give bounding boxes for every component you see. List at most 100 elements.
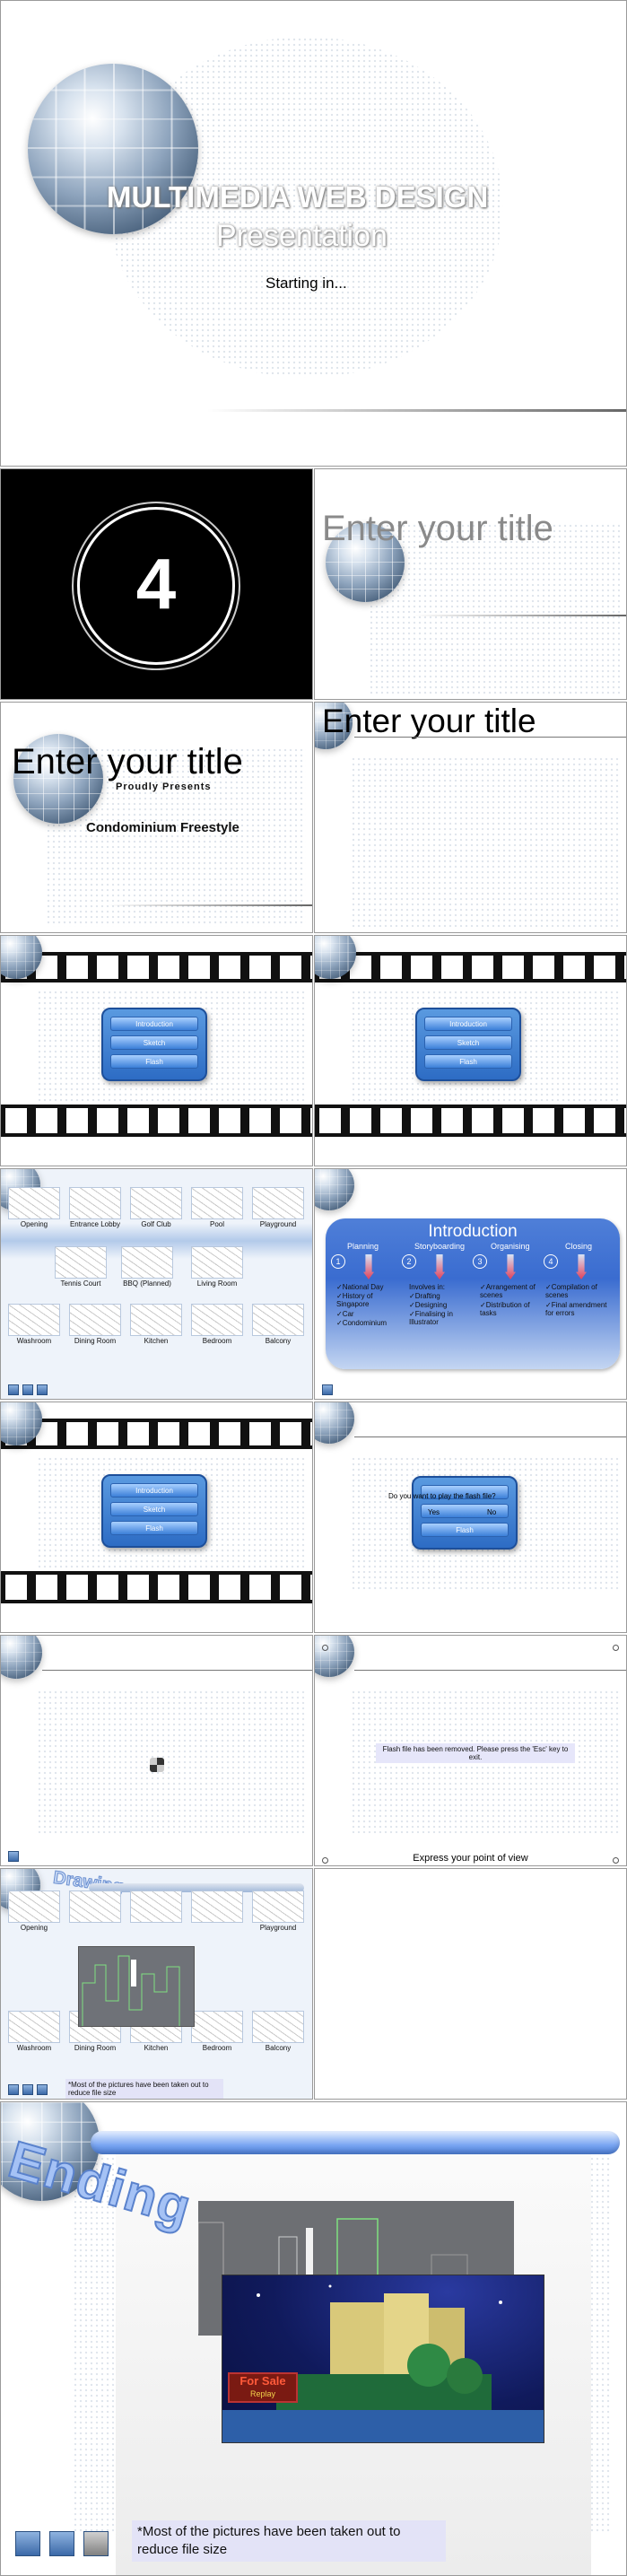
nav-buttons <box>15 2531 109 2556</box>
forward-icon[interactable] <box>83 2531 109 2556</box>
forward-icon[interactable] <box>37 2084 48 2095</box>
thumb-golf-club[interactable] <box>130 1891 182 1923</box>
removed-message: Flash file has been removed. Please pres… <box>376 1743 575 1763</box>
room-label: Entrance Lobby <box>69 1220 121 1228</box>
back-icon[interactable] <box>22 2084 33 2095</box>
presentation-title: MULTIMEDIA WEB DESIGN <box>107 180 489 214</box>
progress-bar <box>89 1883 304 1892</box>
flash-no-button[interactable]: No <box>487 1508 497 1516</box>
slide-ending: Ending For Sale Replay <box>0 2101 627 2576</box>
room-label: Dining Room <box>74 2044 117 2052</box>
menu-introduction-button[interactable]: Introduction <box>110 1017 198 1031</box>
forsale-sign: For Sale Replay <box>228 2372 298 2403</box>
home-icon[interactable] <box>15 2531 40 2556</box>
thumb-bedroom[interactable] <box>191 2011 243 2043</box>
presentation-subtitle: Presentation <box>216 219 388 253</box>
menu-sketch-button[interactable]: Sketch <box>110 1035 198 1050</box>
starting-label: Starting in... <box>266 275 347 292</box>
slide-flash-removed: Flash file has been removed. Please pres… <box>314 1635 627 1866</box>
slide-title-a: Enter your title <box>314 468 627 700</box>
thumb-opening[interactable] <box>8 1891 60 1923</box>
room-label: Bedroom <box>202 2044 232 2052</box>
thumb-living-room[interactable] <box>191 1246 243 1279</box>
dot-pattern <box>351 756 620 927</box>
globe-icon <box>1 1869 40 1910</box>
flash-yes-button[interactable]: Yes <box>428 1508 440 1516</box>
step-arrow-icon <box>576 1254 587 1279</box>
film-strip-top <box>315 952 626 982</box>
flash-question-bar <box>421 1485 509 1499</box>
thumb-balcony[interactable] <box>252 2011 304 2043</box>
thumb-golf-club[interactable] <box>130 1187 182 1219</box>
film-strip-top <box>1 952 312 982</box>
home-icon[interactable] <box>8 2084 19 2095</box>
menu-flash-button[interactable]: Flash <box>421 1523 509 1537</box>
menu-flash-button[interactable]: Flash <box>110 1054 198 1069</box>
globe-icon <box>315 1636 354 1677</box>
divider <box>109 904 312 906</box>
thumb-opening[interactable] <box>8 1187 60 1219</box>
menu-sketch-button[interactable]: Sketch <box>424 1035 512 1050</box>
film-strip-bottom <box>315 1105 626 1137</box>
slide-title: Enter your title <box>322 509 553 548</box>
menu-sketch-button[interactable]: Sketch <box>110 1502 198 1516</box>
step-line: ✓History of Singapore <box>336 1292 373 1308</box>
dot-pattern <box>37 1690 306 1833</box>
home-icon[interactable] <box>322 1384 333 1395</box>
thumb-washroom[interactable] <box>8 2011 60 2043</box>
loading-icon <box>150 1758 164 1772</box>
thumb-pool[interactable] <box>191 1187 243 1219</box>
condo-night-image: For Sale Replay <box>222 2275 544 2443</box>
replay-button[interactable]: Replay <box>249 2389 275 2398</box>
room-label: Tennis Court <box>60 1279 101 1288</box>
thumb-pool[interactable] <box>191 1891 243 1923</box>
slide-menu-b: Introduction Sketch Flash <box>314 935 627 1166</box>
step-arrow-icon <box>434 1254 445 1279</box>
thumb-dining-room[interactable] <box>69 1304 121 1336</box>
footer-caption: Express your point of view <box>413 1853 528 1864</box>
intro-panel: Introduction 1 Planning ✓National Day ✓H… <box>326 1218 620 1369</box>
nav-buttons <box>8 2084 48 2095</box>
intro-title: Introduction <box>428 1222 518 1241</box>
step-number: 4 <box>544 1254 558 1269</box>
thumb-playground[interactable] <box>252 1187 304 1219</box>
step-number: 1 <box>331 1254 345 1269</box>
thumb-entrance-lobby[interactable] <box>69 1891 121 1923</box>
room-label: Dining Room <box>74 1337 117 1345</box>
size-note: *Most of the pictures have been taken ou… <box>132 2520 446 2562</box>
thumb-bbq[interactable] <box>121 1246 173 1279</box>
forward-icon[interactable] <box>37 1384 48 1395</box>
slide-intro: MULTIMEDIA WEB DESIGN Presentation Start… <box>0 0 627 467</box>
slide-title: Enter your title <box>322 703 536 739</box>
back-icon[interactable] <box>49 2531 74 2556</box>
globe-icon <box>315 703 353 749</box>
menu-flash-button[interactable]: Flash <box>110 1521 198 1535</box>
thumb-tennis-court[interactable] <box>55 1246 107 1279</box>
thumb-washroom[interactable] <box>8 1304 60 1336</box>
menu-flash-button[interactable]: Flash <box>424 1054 512 1069</box>
home-icon[interactable] <box>8 1384 19 1395</box>
intro-steps: 1 Planning ✓National Day ✓History of Sin… <box>331 1242 614 1367</box>
back-icon[interactable] <box>22 1384 33 1395</box>
menu-introduction-button[interactable]: Introduction <box>110 1483 198 1498</box>
thumb-playground[interactable] <box>252 1891 304 1923</box>
main-menu: Introduction Sketch Flash <box>415 1008 521 1081</box>
step-name: Closing <box>565 1242 593 1251</box>
thumb-entrance-lobby[interactable] <box>69 1187 121 1219</box>
room-label: Playground <box>259 1924 297 1932</box>
skyline-icon <box>82 1955 180 2026</box>
thumb-bedroom[interactable] <box>191 1304 243 1336</box>
globe-icon <box>28 64 198 234</box>
room-label: Washroom <box>16 1337 52 1345</box>
menu-introduction-button[interactable]: Introduction <box>424 1017 512 1031</box>
thumb-balcony[interactable] <box>252 1304 304 1336</box>
divider <box>354 1670 626 1671</box>
divider <box>414 615 626 616</box>
step-line: ✓Final amendment for errors <box>545 1301 607 1317</box>
step-number: 3 <box>473 1254 487 1269</box>
globe-icon <box>315 1402 354 1444</box>
home-icon[interactable] <box>8 1851 19 1862</box>
thumb-kitchen[interactable] <box>130 1304 182 1336</box>
slide-blank <box>314 1868 627 2100</box>
slide-title-b: Enter your title Proudly Presents Condom… <box>0 702 313 933</box>
